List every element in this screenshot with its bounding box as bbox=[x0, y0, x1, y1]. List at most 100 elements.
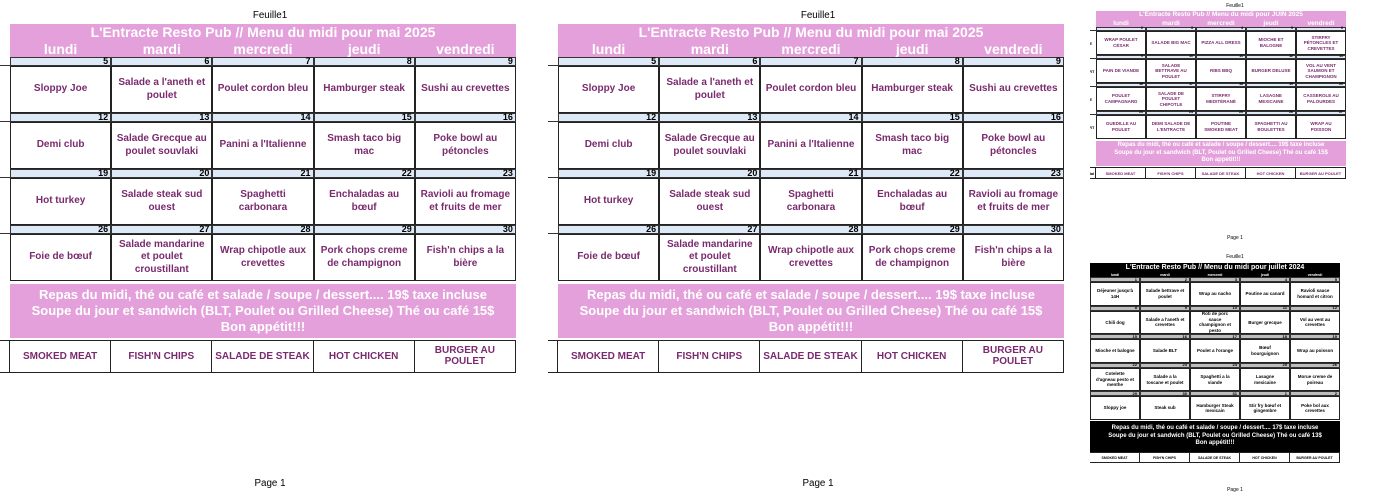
menu-item: Poutine au canard bbox=[1240, 282, 1290, 306]
date-number: 2 bbox=[1096, 27, 1146, 31]
row-label: DESSERT bbox=[1090, 124, 1095, 130]
menu-item: SALADE BETTRAVE AU POULET bbox=[1146, 59, 1196, 83]
menu-item: Ravioli sauce homard et citron bbox=[1290, 282, 1340, 306]
special-item: HOT CHICKEN bbox=[1240, 453, 1290, 464]
date-number: 15 bbox=[1090, 334, 1140, 340]
weekday-mardi: mardi bbox=[142, 41, 181, 57]
menu-item: Cotelette d'agneau pesto et menthe bbox=[1090, 367, 1140, 392]
menu-item: Hamburger Steak mexicain bbox=[1190, 396, 1240, 420]
menu-item: Sushi au crevettes bbox=[962, 66, 1064, 113]
date-number: 22 bbox=[313, 169, 415, 178]
label-spacer bbox=[1090, 111, 1096, 115]
price-banner: Repas du midi, thé ou café et salade / s… bbox=[558, 284, 1064, 338]
date-number: 22 bbox=[1090, 362, 1140, 368]
row-label: SOUPE bbox=[1090, 40, 1093, 46]
date-number: 12 bbox=[10, 113, 112, 122]
date-number: 11 bbox=[1240, 305, 1290, 311]
sheet-header: Feuille1 bbox=[1226, 3, 1244, 9]
date-number: 16 bbox=[962, 113, 1064, 122]
special-item: FISH'N CHIPS bbox=[659, 340, 761, 373]
date-number: 29 bbox=[313, 225, 415, 234]
date-number: 21 bbox=[212, 169, 314, 178]
menu-item: STIRFRY PÉTONCLES ET CREVETTES bbox=[1296, 31, 1346, 55]
row-label: SOUPE bbox=[0, 66, 10, 113]
date-number: 13 bbox=[659, 113, 761, 122]
date-number: 16 bbox=[1096, 83, 1146, 87]
page-footer: Page 1 bbox=[1227, 487, 1243, 493]
date-number: 20 bbox=[659, 169, 761, 178]
menu-item: Salade a l'aneth et poulet bbox=[659, 66, 761, 113]
weekday-lundi: lundi bbox=[591, 41, 626, 57]
date-number: 1 bbox=[1240, 391, 1290, 397]
menu-item: Salade a l'aneth et crevettes bbox=[1140, 310, 1190, 335]
weekday-vendredi: vendredi bbox=[1307, 19, 1335, 27]
menu-item: Steak sub bbox=[1140, 396, 1190, 420]
weekday-jeudi: jeudi bbox=[895, 41, 929, 57]
price-banner: Repas du midi, thé ou café et salade / s… bbox=[1096, 141, 1346, 166]
label-spacer bbox=[0, 24, 10, 41]
menu-item: Poulet cordon bleu bbox=[760, 66, 862, 113]
menu-item: Salade a la toscane et poulet bbox=[1140, 367, 1190, 392]
label-spacer bbox=[0, 113, 10, 122]
menu-item: Wrap chipotle aux crevettes bbox=[212, 234, 314, 281]
page-footer: Page 1 bbox=[254, 478, 286, 489]
menu-item: PIZZA ALL DRESS bbox=[1196, 31, 1246, 55]
price-banner: Repas du midi, thé ou café et salade / s… bbox=[10, 284, 516, 338]
menu-item: Spaghetti carbonara bbox=[760, 178, 862, 225]
special-item: BURGER AU POULET bbox=[1290, 453, 1340, 464]
banner-line: Soupe du jour et sandwich (BLT, Poulet o… bbox=[579, 302, 1043, 318]
date-number: 16 bbox=[414, 113, 516, 122]
date-number: 27 bbox=[1296, 111, 1346, 115]
menu-item: Salade Grecque au poulet souvlaki bbox=[659, 122, 761, 169]
date-number: 14 bbox=[760, 113, 862, 122]
banner-line: Soupe du jour et sandwich (BLT, Poulet o… bbox=[31, 302, 495, 318]
weekday-mercredi: mercredi bbox=[233, 41, 293, 57]
menu-item: SALADE BIG MAC bbox=[1146, 31, 1196, 55]
date-number: 5 bbox=[1246, 27, 1296, 31]
menu-item: Sloppy Joe bbox=[10, 66, 112, 113]
menu-item: Roti de porc sauce champignon et pesto bbox=[1190, 310, 1240, 335]
date-number: 19 bbox=[558, 169, 660, 178]
special-label: 2e Special bbox=[0, 340, 10, 373]
banner-line: Soupe du jour et sandwich (BLT, Poulet o… bbox=[1108, 432, 1322, 439]
date-number: 19 bbox=[10, 169, 112, 178]
label-spacer bbox=[548, 24, 558, 41]
menu-item: Salade mandarine et poulet croustillant bbox=[111, 234, 213, 281]
menu-item: Sloppy joe bbox=[1090, 396, 1140, 420]
menu-item: Pork chops creme de champignon bbox=[313, 234, 415, 281]
date-number: 30 bbox=[962, 225, 1064, 234]
weekday-jeudi: jeudi bbox=[1263, 19, 1279, 27]
weekday-lundi: lundi bbox=[1110, 272, 1120, 277]
banner-row: Repas du midi, thé ou café et salade / s… bbox=[548, 284, 1064, 338]
menu-item: Salade steak sud ouest bbox=[111, 178, 213, 225]
weekday-lundi: lundi bbox=[1113, 19, 1129, 27]
menu-item: Panini a l'Italienne bbox=[212, 122, 314, 169]
date-number: 6 bbox=[1296, 27, 1346, 31]
menu-item: Lasagne mexicaine bbox=[1240, 367, 1290, 392]
date-number: 31 bbox=[1190, 391, 1240, 397]
weekday-mercredi: mercredi bbox=[1207, 272, 1223, 277]
menu-item: VOL AU VENT SAUMON ET CHAMPIGNON bbox=[1296, 59, 1346, 83]
row-label: SOUPE bbox=[1090, 96, 1093, 102]
banner-line: Bon appétit!!! bbox=[220, 319, 306, 335]
weekday-vendredi: vendredi bbox=[984, 41, 1043, 57]
special-item: SALADE DE STEAK bbox=[212, 340, 314, 373]
sheet-header: Feuille1 bbox=[1226, 254, 1244, 260]
menu-item: Smash taco big mac bbox=[313, 122, 415, 169]
